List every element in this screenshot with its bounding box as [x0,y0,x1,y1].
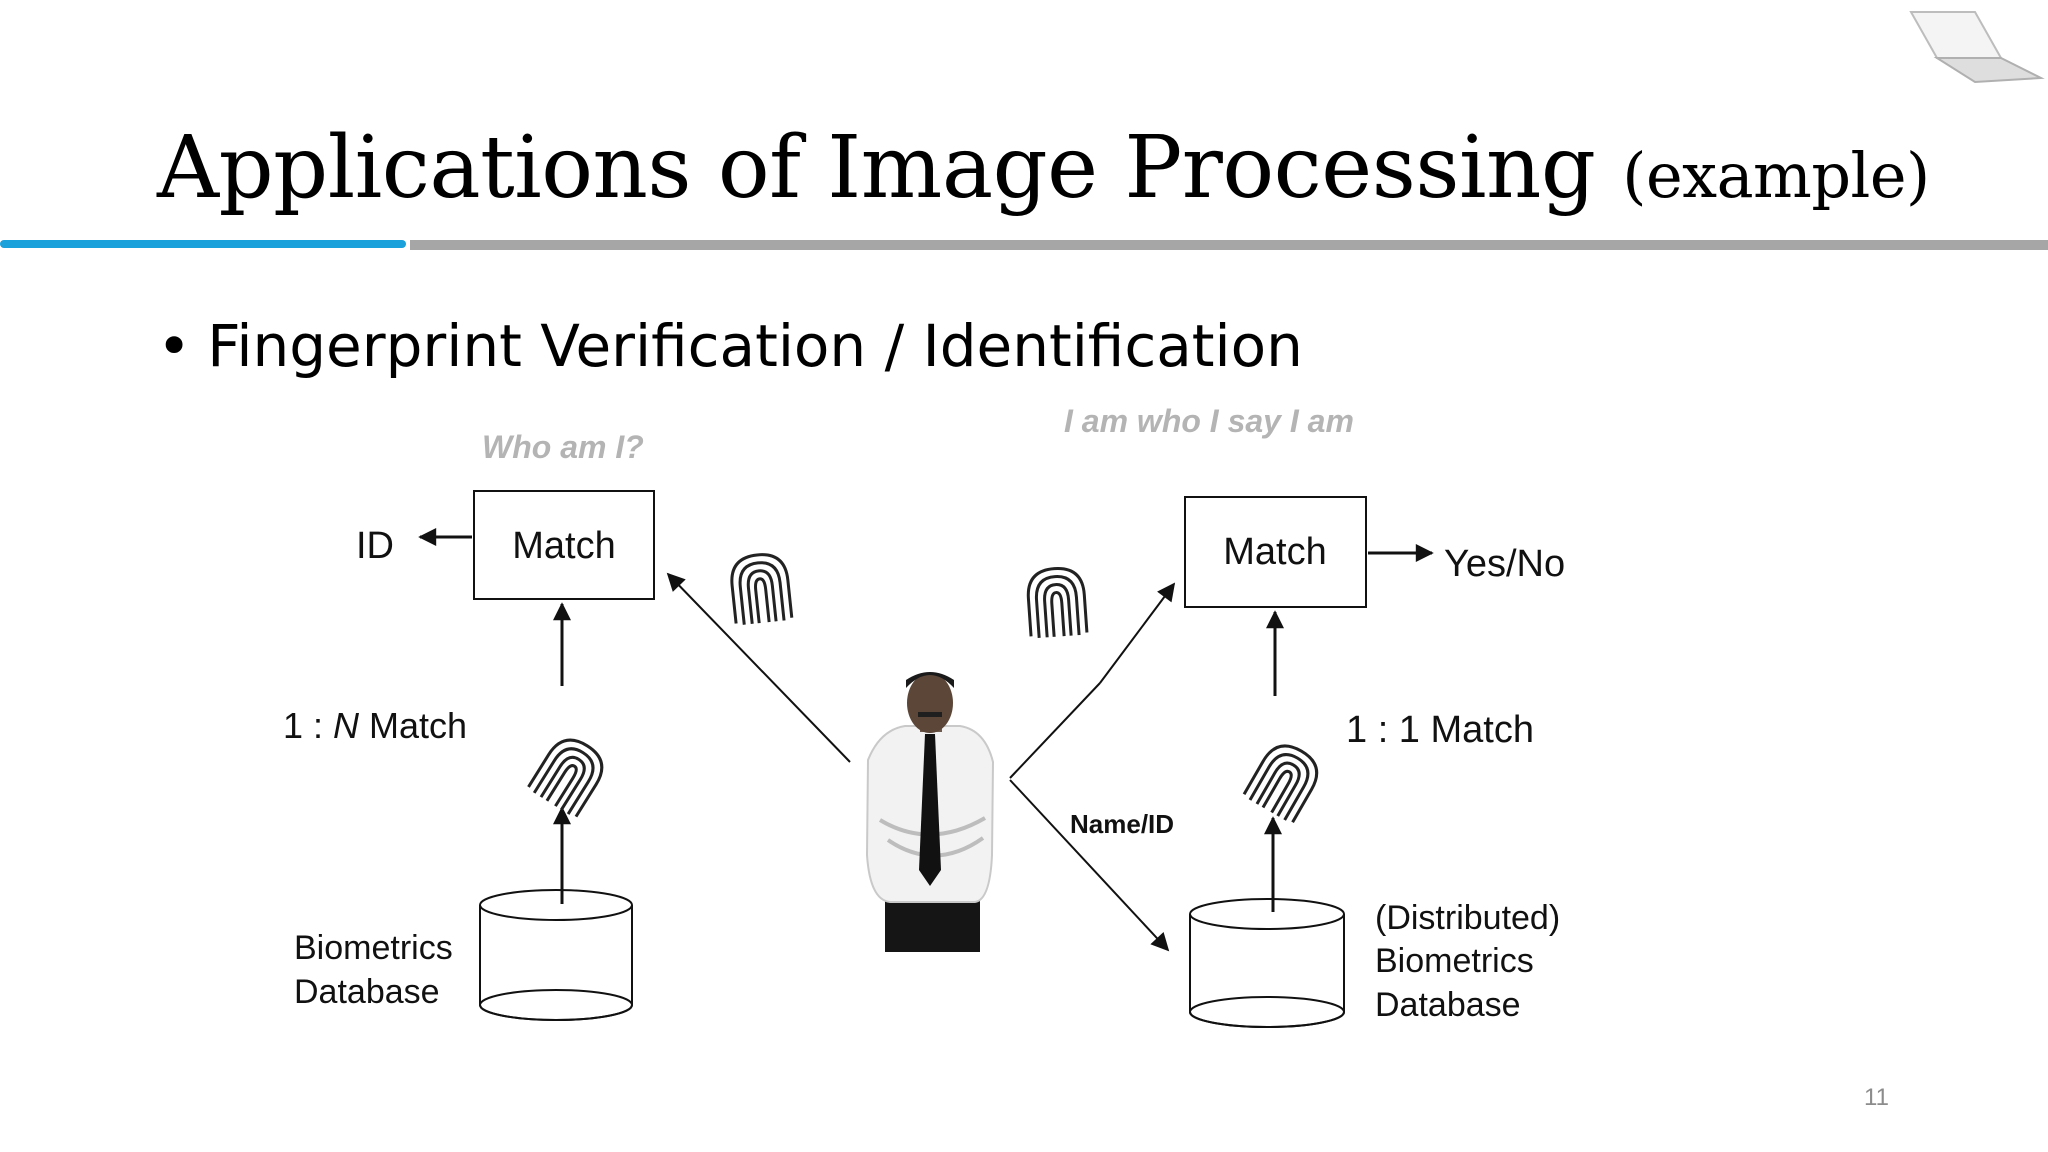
bullet-item: •Fingerprint Verification / Identificati… [157,312,1303,380]
right-match-label: Match [1223,531,1326,573]
laptop-icon [1909,11,2045,84]
left-match-box [473,490,655,600]
person-figure [865,672,995,952]
person-to-database-arrow [1009,779,1170,952]
slide-title: Applications of Image Processing (exampl… [157,118,1930,218]
name-id-label: Name/ID [1070,809,1174,839]
left-match-label: Match [512,525,615,567]
one-to-one-match-label: 1 : 1 Match [1346,709,1534,751]
one-to-n-match-label: 1 : N Match [283,705,467,746]
yes-no-output-label: Yes/No [1444,543,1565,585]
person-to-left-match-arrow [666,572,851,763]
one-to-n-prefix: 1 : [283,705,333,746]
bullet-dot: • [157,312,192,380]
title-accent-rule [0,240,406,248]
left-db-line2: Database [294,973,440,1011]
bullet-text: Fingerprint Verification / Identificatio… [207,312,1303,380]
page-number: 11 [1864,1084,1889,1111]
right-caption: I am who I say I am [1064,403,1354,439]
id-output-label: ID [356,525,394,567]
right-db-line1: (Distributed) [1375,899,1560,937]
one-to-n-suffix: Match [359,705,467,746]
fingerprint-icon [1241,735,1328,826]
fingerprint-icon [727,550,794,628]
one-to-n-variable: N [333,705,360,746]
person-to-right-line [1009,682,1101,779]
left-database-cylinder [479,889,633,1021]
left-caption: Who am I? [482,429,644,465]
person-to-right-match-arrow [1099,582,1176,684]
fingerprint-icon [525,729,613,820]
right-match-box [1184,496,1367,608]
right-database-cylinder [1189,898,1345,1028]
left-db-line1: Biometrics [294,929,453,967]
slide-title-main: Applications of Image Processing [157,118,1596,218]
slide-title-suffix: (example) [1622,139,1930,212]
right-db-line3: Database [1375,986,1521,1024]
right-db-line2: Biometrics [1375,942,1534,980]
title-divider-rule [410,240,2048,250]
fingerprint-icon [1024,565,1089,640]
